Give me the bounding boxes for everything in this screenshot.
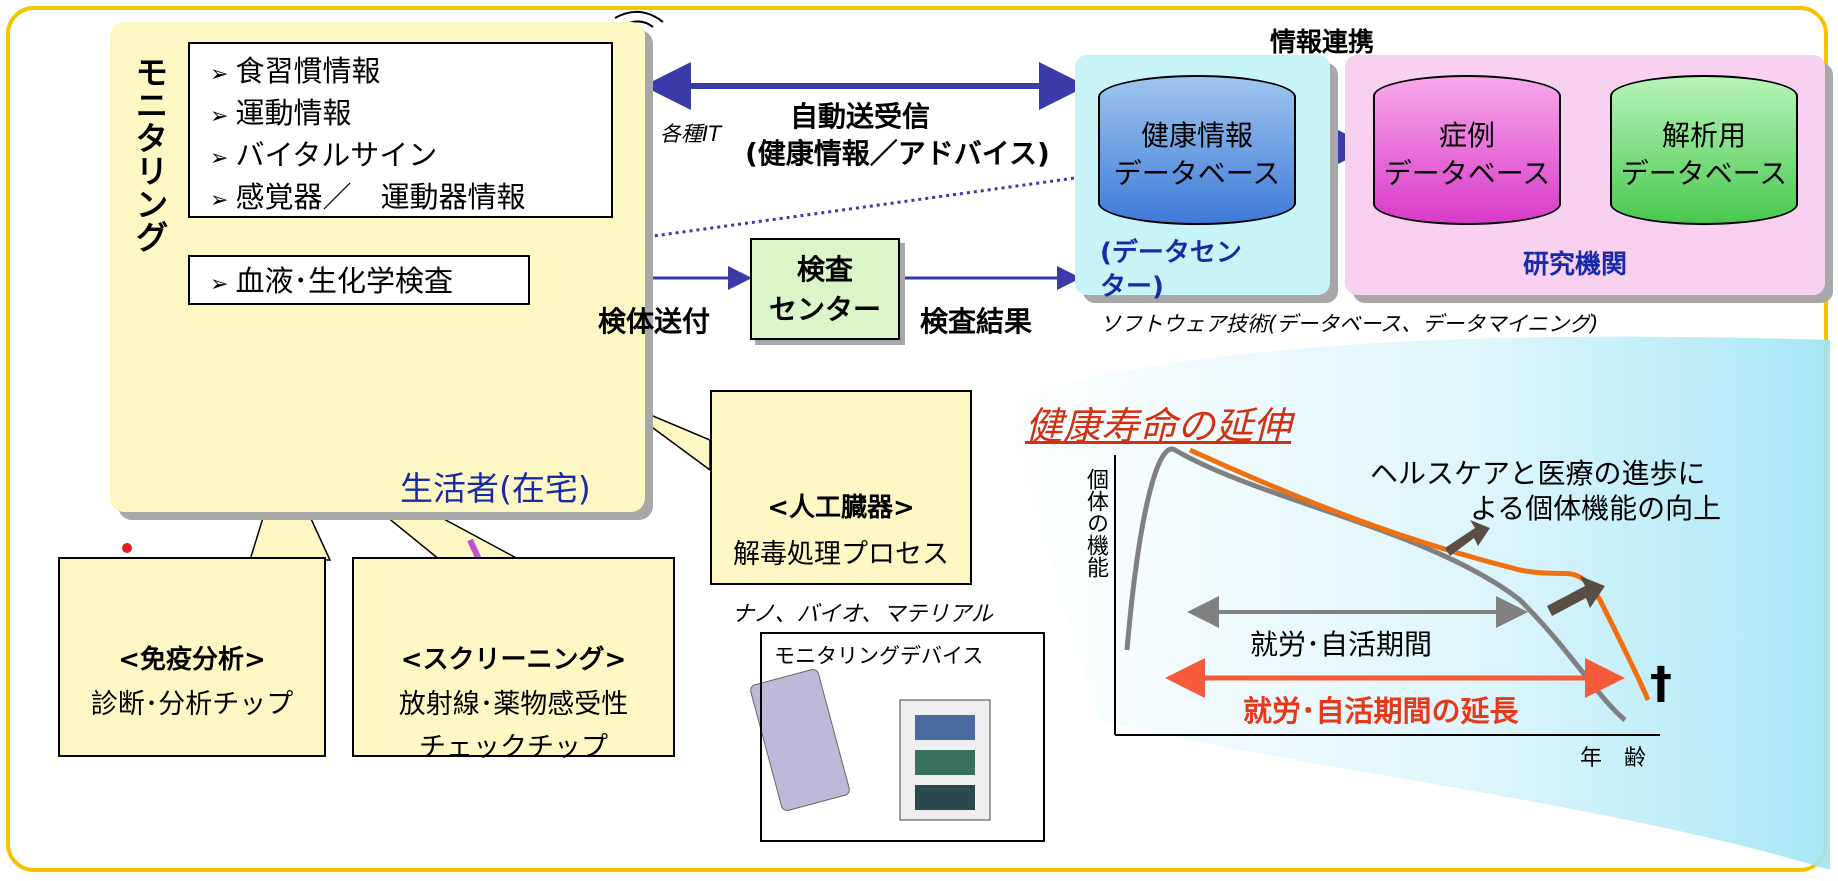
analysis-db-line: データベース xyxy=(1620,157,1788,190)
resident-label: 生活者(在宅) xyxy=(400,469,591,508)
artificial-organ-desc: 解毒処理プロセス xyxy=(733,539,949,570)
info-link-title: 情報連携 xyxy=(1270,28,1375,58)
cross-icon: † xyxy=(1650,658,1672,709)
nano-bio-note: ナノ、バイオ、マテリアル xyxy=(732,602,993,627)
blood-test-box: 血液･生化学検査 xyxy=(188,255,530,305)
software-note: ソフトウェア技術(データベース、データマイニング) xyxy=(1100,312,1599,336)
case-db-line: 症例 xyxy=(1438,119,1495,152)
it-label: 各種IT xyxy=(660,122,722,146)
inspection-center-line: 検査 xyxy=(796,253,853,286)
data-center-label: (データセンター) xyxy=(1100,238,1242,302)
case-db-cylinder: 症例 データベース xyxy=(1373,75,1561,225)
inspection-center-line: センター xyxy=(768,293,881,326)
list-item: バイタルサイン xyxy=(210,136,611,178)
health-db-cylinder: 健康情報 データベース xyxy=(1098,75,1296,225)
monitoring-device-image xyxy=(750,669,991,821)
immuno-box: <免疫分析> 診断･分析チップ xyxy=(58,557,326,757)
analysis-db-line: 解析用 xyxy=(1661,119,1746,152)
screening-desc: 放射線･薬物感受性 xyxy=(398,689,629,720)
chart-ylabel: 個体の機能 xyxy=(1083,468,1108,578)
screening-desc: チェックチップ xyxy=(419,732,608,763)
analysis-db-cylinder: 解析用 データベース xyxy=(1610,75,1798,225)
immuno-desc: 診断･分析チップ xyxy=(90,689,294,720)
list-item: 運動情報 xyxy=(210,94,611,136)
health-db-line: データベース xyxy=(1113,157,1281,190)
specimen-label: 検体送付 xyxy=(598,305,711,338)
artificial-organ-box: <人工臓器> 解毒処理プロセス xyxy=(710,390,972,585)
screening-title: <スクリーニング> xyxy=(400,645,627,675)
monitoring-device-box: モニタリングデバイス xyxy=(760,632,1045,842)
monitoring-items-box: 食習慣情報 運動情報 バイタルサイン 感覚器／ 運動器情報 xyxy=(188,42,613,218)
research-label: 研究機関 xyxy=(1523,250,1628,280)
monitoring-device-title: モニタリングデバイス xyxy=(774,644,984,668)
blood-test-label: 血液･生化学検査 xyxy=(210,262,528,304)
chart-period-label: 就労･自活期間 xyxy=(1250,628,1433,661)
artificial-organ-title: <人工臓器> xyxy=(767,493,915,523)
auto-transfer-sub-label: (健康情報／アドバイス) xyxy=(745,137,1050,170)
list-item: 食習慣情報 xyxy=(210,52,611,94)
chart-annotation-2: よる個体機能の向上 xyxy=(1470,492,1722,525)
chart-xlabel: 年 齢 xyxy=(1580,746,1647,771)
case-db-line: データベース xyxy=(1383,157,1551,190)
screening-box: <スクリーニング> 放射線･薬物感受性 チェックチップ xyxy=(352,557,675,763)
health-db-line: 健康情報 xyxy=(1140,119,1253,152)
monitoring-vertical-label: モニタリング xyxy=(130,55,169,253)
chart-annotation-1: ヘルスケアと医療の進歩に xyxy=(1370,457,1706,490)
chart-extension-label: 就労･自活期間の延長 xyxy=(1243,694,1519,728)
list-item: 感覚器／ 運動器情報 xyxy=(210,178,611,220)
result-label: 検査結果 xyxy=(920,305,1033,338)
chart-title: 健康寿命の延伸 xyxy=(1025,404,1292,448)
inspection-center-box: 検査 センター xyxy=(750,238,900,340)
immuno-title: <免疫分析> xyxy=(118,645,266,675)
auto-transfer-label: 自動送受信 xyxy=(790,100,931,133)
